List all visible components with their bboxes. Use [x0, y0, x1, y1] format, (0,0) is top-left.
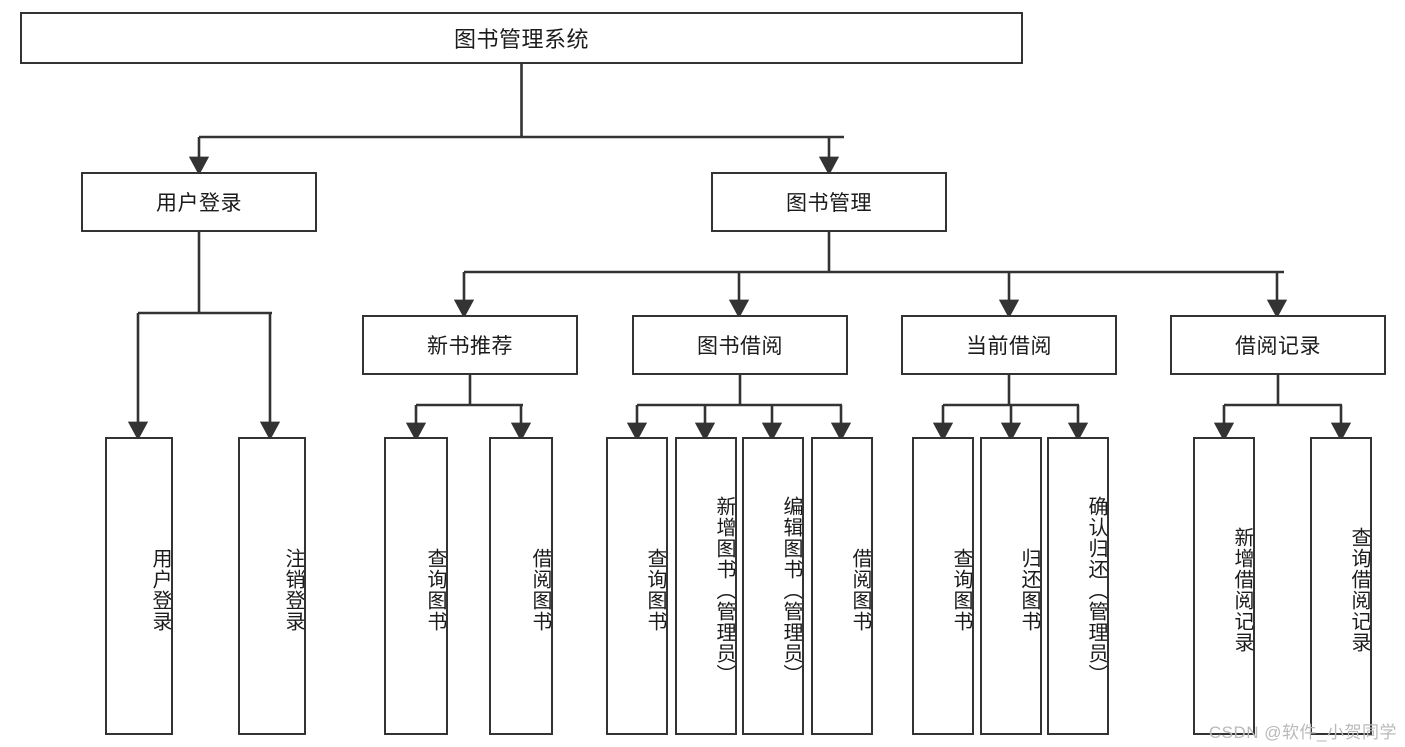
node-label: 当前借阅 — [966, 335, 1052, 358]
node-leaf-user-login[interactable]: 用户登录 — [105, 437, 173, 735]
node-label: 查询图书 — [644, 548, 666, 632]
node-label: 用户登录 — [156, 192, 242, 215]
node-leaf-confirm-return[interactable]: 确认归还（管理员） — [1047, 437, 1109, 735]
node-leaf-query-book-3[interactable]: 查询图书 — [912, 437, 974, 735]
node-label: 新增图书（管理员） — [713, 495, 735, 685]
node-leaf-return-book[interactable]: 归还图书 — [980, 437, 1042, 735]
node-label: 查询图书 — [424, 548, 446, 632]
node-label: 借阅记录 — [1235, 335, 1321, 358]
node-label: 借阅图书 — [849, 548, 871, 632]
node-leaf-edit-book[interactable]: 编辑图书（管理员） — [742, 437, 804, 735]
node-label: 编辑图书（管理员） — [780, 495, 802, 685]
node-leaf-add-record[interactable]: 新增借阅记录 — [1193, 437, 1255, 735]
node-borrow-record[interactable]: 借阅记录 — [1170, 315, 1386, 375]
node-new-book-recommend[interactable]: 新书推荐 — [362, 315, 578, 375]
node-leaf-query-record[interactable]: 查询借阅记录 — [1310, 437, 1372, 735]
node-label: 查询借阅记录 — [1348, 527, 1370, 653]
node-label: 图书管理 — [786, 192, 872, 215]
node-label: 用户登录 — [149, 548, 171, 632]
node-current-borrow[interactable]: 当前借阅 — [901, 315, 1117, 375]
node-leaf-add-book[interactable]: 新增图书（管理员） — [675, 437, 737, 735]
node-leaf-query-book-1[interactable]: 查询图书 — [384, 437, 448, 735]
node-label: 新增借阅记录 — [1231, 527, 1253, 653]
watermark-text: CSDN @软件_小贺同学 — [1208, 723, 1397, 742]
node-label: 查询图书 — [950, 548, 972, 632]
node-user-login[interactable]: 用户登录 — [81, 172, 317, 232]
node-label: 借阅图书 — [529, 548, 551, 632]
node-label: 新书推荐 — [427, 335, 513, 358]
node-label: 图书管理系统 — [453, 27, 589, 52]
node-label: 确认归还（管理员） — [1085, 495, 1107, 685]
node-book-borrow[interactable]: 图书借阅 — [632, 315, 848, 375]
node-label: 图书借阅 — [697, 335, 783, 358]
node-book-management[interactable]: 图书管理 — [711, 172, 947, 232]
node-leaf-borrow-book-1[interactable]: 借阅图书 — [489, 437, 553, 735]
node-label: 归还图书 — [1018, 548, 1040, 632]
node-leaf-borrow-book-2[interactable]: 借阅图书 — [811, 437, 873, 735]
node-root-book-management-system[interactable]: 图书管理系统 — [20, 12, 1023, 64]
node-label: 注销登录 — [282, 548, 304, 632]
node-leaf-query-book-2[interactable]: 查询图书 — [606, 437, 668, 735]
node-leaf-logout-login[interactable]: 注销登录 — [238, 437, 306, 735]
